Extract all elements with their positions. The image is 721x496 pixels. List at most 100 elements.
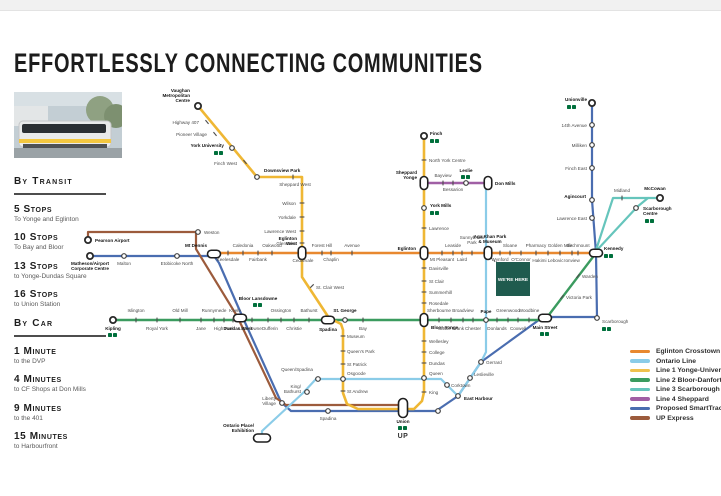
station-york-mills-label: York Mills <box>430 203 452 208</box>
station-hakimi-lebovic-label: Hakimi Lebovic <box>532 258 564 263</box>
station-matheson-airport-corporate-centre-marker <box>86 251 95 260</box>
station-bloor-yonge-label: Bloor-Yonge <box>431 325 459 330</box>
station-bessarion-label: Bessarion <box>443 187 464 192</box>
station-st-clair-west-label: St. Clair West <box>316 285 345 290</box>
station-ontario-place-exhibition-marker <box>252 433 272 443</box>
station-scarborough-centre-marker <box>633 205 639 211</box>
legend-label: Ontario Line <box>656 357 697 365</box>
station-agincourt-marker <box>589 197 595 203</box>
line-smarttrack <box>88 101 599 413</box>
station-coxwell-label: Coxwell <box>510 326 526 331</box>
go-icon <box>435 211 439 215</box>
station-bay-label: Bay <box>359 326 368 331</box>
stat-value: 10 Stops <box>14 232 59 244</box>
go-icon <box>645 219 649 223</box>
station-lawrence-east-marker <box>589 215 595 221</box>
go-icon <box>398 426 402 430</box>
station-victoria-park-label: Victoria Park <box>566 295 593 300</box>
station-weston-label: Weston <box>204 230 220 235</box>
station-liberty-village-marker <box>279 400 285 406</box>
legend-row: Eglinton Crosstown LRT <box>630 348 721 355</box>
station-o-connor-label: O'Connor <box>511 257 531 262</box>
station-york-mills-marker <box>421 205 427 211</box>
station-north-york-centre-label: North York Centre <box>429 158 466 163</box>
station-york-university-marker <box>229 145 235 151</box>
station-unionville-label: Unionville <box>565 97 587 102</box>
station-leslie-label: Leslie <box>459 168 472 173</box>
station-main-street-marker <box>537 313 553 323</box>
station-highway-407-label: Highway 407 <box>172 120 199 125</box>
station-caledonia-label: Caledonia <box>233 243 254 248</box>
station-14th-avenue-label: 14th Avenue <box>562 123 588 128</box>
station-kipling-label: Kipling <box>105 326 121 331</box>
station-kennedy-marker <box>588 248 604 258</box>
legend-label: Line 3 Scarborough <box>656 386 720 393</box>
go-icon <box>430 211 434 215</box>
station-st-clair-west-marker <box>309 283 315 289</box>
station-agincourt-label: Agincourt <box>564 194 586 199</box>
station-laird-label: Laird <box>457 257 468 262</box>
station-dundas-west-marker <box>232 313 248 323</box>
station-sheppard-yonge-marker <box>419 175 429 191</box>
station-unionville-marker <box>588 99 597 108</box>
go-icon <box>540 332 544 336</box>
station-sherbourne-label: Sherbourne <box>427 308 451 313</box>
page-title: EFFORTLESSLY CONNECTING COMMUNITIES <box>14 48 483 78</box>
go-icon <box>545 332 549 336</box>
station-vaughan-metropolitan-centre-marker <box>193 102 202 111</box>
were-here-badge-label: WE'RE HERE <box>498 277 529 283</box>
station-mt-pleasant-label: Mt Pleasant <box>430 257 455 262</box>
station-gerrard-label: Gerrard <box>486 360 502 365</box>
line-line3 <box>594 196 662 252</box>
station-spadina-marker <box>325 408 331 414</box>
top-strip <box>0 0 721 11</box>
station-king-label: King <box>429 390 439 395</box>
station-bloor-lansdowne-label: Bloor Lansdowne <box>239 296 278 301</box>
station-dufferin-label: Dufferin <box>262 326 278 331</box>
station-eglinton-marker <box>419 245 429 261</box>
station-castle-frank-label: Castle Frank <box>438 326 465 331</box>
station-woodbine-label: Woodbine <box>519 308 540 313</box>
legend-swatch <box>630 387 650 392</box>
station-christie-label: Christie <box>286 326 302 331</box>
go-icon <box>602 327 606 331</box>
stat-value: 9 Minutes <box>14 402 62 414</box>
legend-row: Ontario Line <box>630 358 721 365</box>
stat-value: 4 Minutes <box>14 374 62 386</box>
station-avenue-label: Avenue <box>344 243 360 248</box>
station-queen-spadina-label: Queen/Spadina <box>281 367 313 372</box>
station-mt-dennis-label: Mt Dennis <box>185 243 207 248</box>
line-ontario <box>260 181 488 443</box>
station-union-marker <box>397 397 409 419</box>
station-college-label: College <box>429 350 445 355</box>
station-14th-avenue-marker <box>589 122 595 128</box>
station-golden-mile-label: Golden Mile <box>548 243 573 248</box>
station-main-street-label: Main Street <box>533 325 558 330</box>
stat-label: to CF Shops at Don Mills <box>14 386 86 394</box>
stat-label: to Yonge-Dundas Square <box>14 272 87 280</box>
legend-swatch <box>630 406 650 411</box>
station-don-mills-label: Don Mills <box>495 181 516 186</box>
go-icon <box>607 327 611 331</box>
station-davisville-label: Davisville <box>429 266 449 271</box>
legend-swatch <box>630 378 650 382</box>
station-keele-label: Keele <box>229 308 241 313</box>
station-finch-west-label: Finch West <box>214 161 238 166</box>
station-spadina-marker <box>320 315 336 325</box>
station-rosedale-label: Rosedale <box>429 301 449 306</box>
legend-row: Line 4 Sheppard <box>630 396 721 403</box>
go-icon <box>108 333 112 337</box>
station-york-university-label: York University <box>191 143 225 148</box>
station-malton-marker <box>121 253 127 259</box>
station-milliken-marker <box>589 142 595 148</box>
legend-label: Line 1 Yonge-University <box>656 367 721 374</box>
legend-row: Line 3 Scarborough <box>630 386 721 393</box>
